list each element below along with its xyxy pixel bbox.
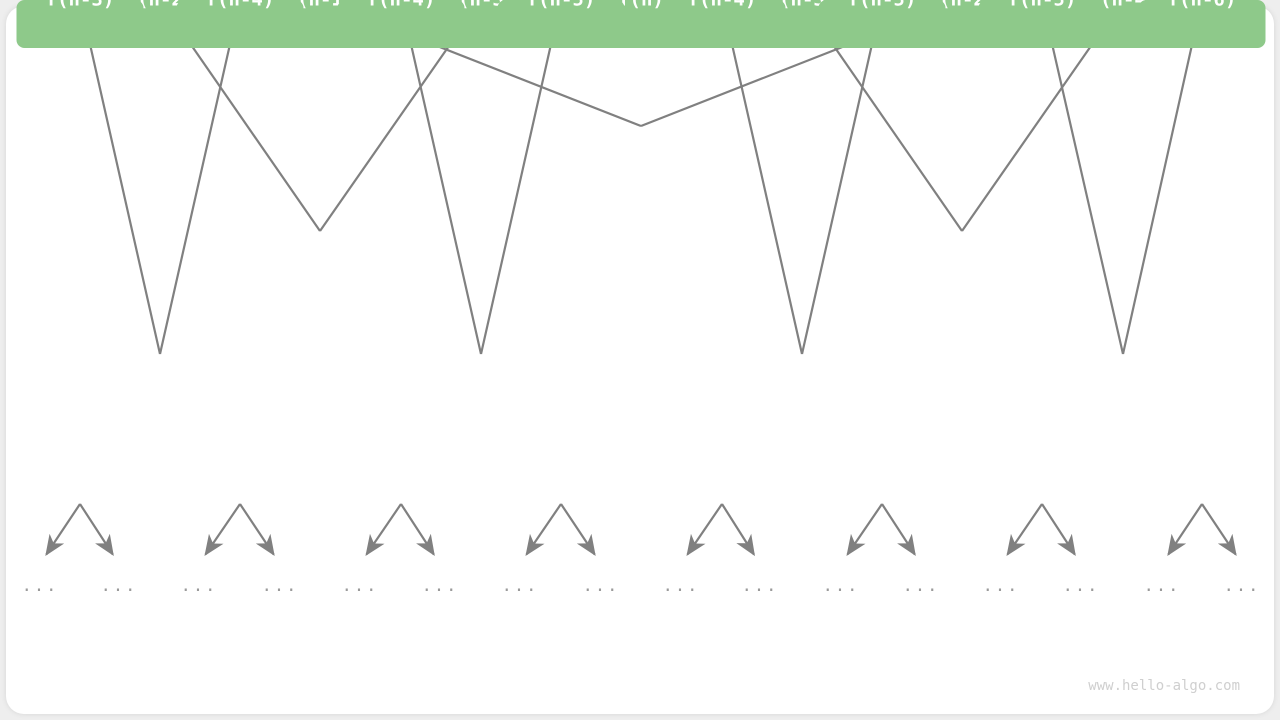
tree-edge [1121, 0, 1207, 355]
ellipsis-marker: ... [502, 576, 539, 596]
ellipsis-marker: ... [181, 576, 218, 596]
tree-node[interactable]: f(n-4) [176, 0, 304, 48]
ellipsis-edge [525, 503, 562, 557]
ellipsis-edge [721, 503, 755, 557]
node-label: f(n-3) [768, 0, 837, 11]
ellipsis-marker: ... [262, 576, 299, 596]
ellipsis-marker: ... [583, 576, 620, 596]
node-box [1138, 0, 1266, 48]
node-label: f(n-2) [126, 0, 195, 11]
tree-node[interactable]: f(n-4) [658, 0, 786, 48]
watermark: www.hello-algo.com [1088, 678, 1240, 694]
ellipsis-marker: ... [422, 576, 459, 596]
nodes-layer: f(n) f(n-1) f(n-2) f(n-2) f(n-3) f(n-3) f(n-4)… [16, 0, 1266, 48]
ellipsis-edge [1006, 503, 1043, 557]
ellipsis-marker: ... [663, 576, 700, 596]
ellipsis-edge [846, 503, 883, 557]
node-label: f(n-4) [688, 0, 757, 11]
node-label: f(n) [618, 0, 664, 11]
ellipsis-edge [560, 503, 596, 557]
node-box [658, 0, 786, 48]
tree-node[interactable]: f(n-4) [337, 0, 465, 48]
node-label: f(n-5) [1008, 0, 1077, 11]
tree-edge [1037, 0, 1125, 355]
ellipsis-edge [365, 503, 402, 557]
ellipsis-marker: ... [742, 576, 779, 596]
ellipsis-marker: ... [1063, 576, 1100, 596]
ellipsis-marker: ... [1144, 576, 1181, 596]
ellipsis-edge [204, 503, 241, 557]
ellipsis-edge [686, 503, 723, 557]
node-box [16, 0, 144, 48]
ellipsis-edge [45, 503, 81, 557]
ellipsis-marker: ... [342, 576, 379, 596]
ellipsis-edge [1167, 503, 1203, 557]
node-label: f(n-4) [1089, 0, 1158, 11]
tree-edge [75, 0, 162, 355]
tree-edge [717, 0, 804, 355]
tree-edge [158, 0, 245, 355]
ellipsis-marker: ... [983, 576, 1020, 596]
ellipsis-edge [1201, 503, 1237, 557]
ellipsis-marker: ... [823, 576, 860, 596]
ellipsis-edge [79, 503, 114, 557]
node-box [337, 0, 465, 48]
ellipsis-marker: ... [101, 576, 138, 596]
node-label: f(n-2) [928, 0, 997, 11]
ellipsis-edge [400, 503, 435, 557]
ellipsis-marker: ... [22, 576, 59, 596]
node-label: f(n-1) [286, 0, 355, 11]
tree-node[interactable]: f(n-5) [818, 0, 946, 48]
node-box [818, 0, 946, 48]
node-label: f(n-5) [848, 0, 917, 11]
tree-edge [396, 0, 483, 355]
node-box [176, 0, 304, 48]
node-box [497, 0, 625, 48]
ellipsis-layer: ........................................… [22, 576, 1261, 596]
ellipsis-edge [239, 503, 275, 557]
node-label: f(n-3) [447, 0, 516, 11]
tree-edge [479, 0, 566, 355]
tree-node[interactable]: f(n-6) [1138, 0, 1266, 48]
edges-layer [45, 0, 1237, 557]
ellipsis-marker: ... [1224, 576, 1261, 596]
tree-node[interactable]: f(n-5) [497, 0, 625, 48]
node-label: f(n-6) [1168, 0, 1237, 11]
ellipsis-edge [881, 503, 916, 557]
tree-node[interactable]: f(n-5) [978, 0, 1106, 48]
page-card [6, 6, 1274, 714]
tree-edge [800, 0, 887, 355]
ellipsis-marker: ... [903, 576, 940, 596]
node-label: f(n-5) [527, 0, 596, 11]
node-label: f(n-4) [206, 0, 275, 11]
node-box [978, 0, 1106, 48]
ellipsis-edge [1041, 503, 1076, 557]
node-label: f(n-4) [367, 0, 436, 11]
node-label: f(n-3) [46, 0, 115, 11]
tree-node[interactable]: f(n-3) [16, 0, 144, 48]
